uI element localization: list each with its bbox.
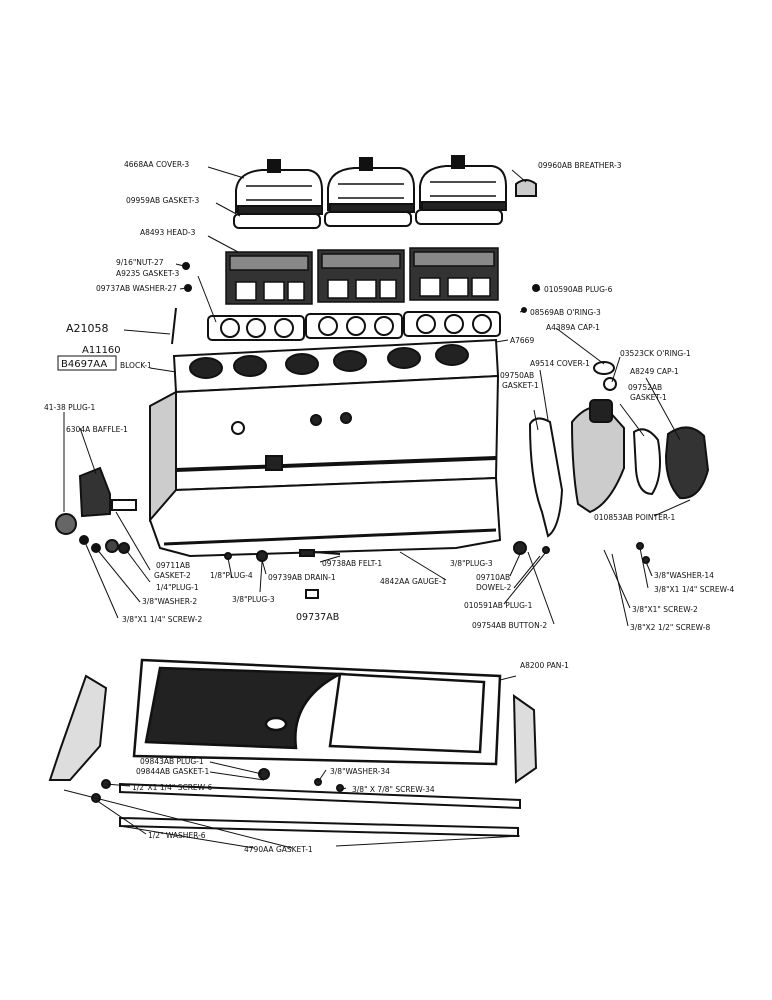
head-fasteners: [171, 262, 540, 345]
label-plug41: 41-38 PLUG-1: [44, 403, 96, 412]
label-gasket09752: 09752AB: [628, 383, 662, 392]
label-baffle: 6304A BAFFLE-1: [66, 425, 128, 434]
label-cap8249: A8249 CAP-1: [630, 367, 679, 376]
label-plug3a: 3/8"PLUG-3: [450, 559, 493, 568]
label-plug010591: 010591AB PLUG-1: [464, 601, 533, 610]
label-cover9514: A9514 COVER-1: [530, 359, 590, 368]
cylinder-head-3: [409, 247, 499, 301]
cylinder-head-2: [317, 249, 405, 303]
label-gasket09711b: GASKET-2: [154, 571, 191, 580]
label-screw4: 3/8"X1 1/4" SCREW-4: [654, 585, 734, 594]
label-pointer: 010853AB POINTER-1: [594, 513, 675, 522]
label-plug1: 1/4"PLUG-1: [156, 583, 199, 592]
label-oring1: 03523CK O'RING-1: [620, 349, 691, 358]
label-gauge: 4842AA GAUGE-1: [380, 577, 447, 586]
label-screw8: 3/8"X2 1/2" SCREW-8: [630, 623, 710, 632]
label-gasket09750b: GASKET-1: [502, 381, 539, 390]
label-cap4389: A4389A CAP-1: [546, 323, 600, 332]
label-washer6: 1/2" WASHER-6: [148, 831, 206, 840]
label-screw34: 3/8" X 7/8" SCREW-34: [352, 785, 435, 794]
label-screw2a: 3/8"X1" SCREW-2: [632, 605, 698, 614]
label-plug09843: 09843AB PLUG-1: [140, 757, 204, 766]
label-gasket09752b: GASKET-1: [630, 393, 667, 402]
label-washer27: 09737AB WASHER-27: [96, 284, 177, 293]
label-dowelb: DOWEL-2: [476, 583, 512, 592]
label-button: 09754AB BUTTON-2: [472, 621, 547, 630]
label-a21058: A21058: [66, 322, 109, 335]
b4697-box: [57, 355, 117, 371]
label-screw6: 1/2"X1 1/4" SCREW-6: [132, 783, 212, 792]
label-washer2: 3/8"WASHER-2: [142, 597, 197, 606]
label-gasket9235: A9235 GASKET-3: [116, 269, 180, 278]
label-gasket09844: 09844AB GASKET-1: [136, 767, 209, 776]
label-plug3b: 3/8"PLUG-3: [232, 595, 275, 604]
breather-cap: [515, 179, 537, 197]
label-gasket09750: 09750AB: [500, 371, 534, 380]
engine-block: [148, 338, 502, 558]
label-a11160: A11160: [82, 345, 121, 356]
oil-pan: [132, 658, 502, 766]
cylinder-heads: [225, 247, 499, 305]
label-plug6: 010590AB PLUG-6: [544, 285, 613, 294]
timing-cover: [528, 361, 710, 538]
label-gasket4790: 4790AA GASKET-1: [244, 845, 313, 854]
label-gasket09959: 09959AB GASKET-3: [126, 196, 199, 205]
valve-cover-2: [327, 157, 415, 213]
label-plug4: 1/8"PLUG-4: [210, 571, 253, 580]
label-gasket09711: 09711AB: [156, 561, 190, 570]
label-b4697: B4697AA: [61, 359, 107, 370]
label-nut27: 9/16"NUT-27: [116, 258, 164, 267]
cylinder-head-1: [225, 251, 313, 305]
label-washer34: 3/8"WASHER-34: [330, 767, 390, 776]
label-dowel: 09710AB: [476, 573, 510, 582]
label-cover3: 4668AA COVER-3: [124, 160, 189, 169]
valve-cover-3: [419, 155, 507, 211]
label-washer14: 3/8"WASHER-14: [654, 571, 714, 580]
label-a7669: A7669: [510, 336, 534, 345]
label-head3: A8493 HEAD-3: [140, 228, 196, 237]
valve-cover-1: [235, 159, 323, 215]
cover-gaskets: [233, 209, 503, 229]
small-parts-left: [55, 466, 137, 554]
head-gaskets: [207, 311, 501, 341]
small-parts-center: [224, 541, 650, 599]
leader-lines: [63, 166, 691, 849]
label-screw2b: 3/8"X1 1/4" SCREW-2: [122, 615, 202, 624]
label-ab09737: 09737AB: [296, 612, 339, 623]
valve-covers: [235, 155, 537, 215]
label-felt: 09738AB FELT-1: [322, 559, 382, 568]
label-drain: 09739AB DRAIN-1: [268, 573, 336, 582]
label-breather3: 09960AB BREATHER-3: [538, 161, 622, 170]
label-block1: BLOCK-1: [120, 361, 152, 370]
label-pan: A8200 PAN-1: [520, 661, 569, 670]
label-oring3: 08569AB O'RING-3: [530, 308, 601, 317]
part-labels: 4668AA COVER-3 09960AB BREATHER-3 09959A…: [44, 160, 734, 854]
